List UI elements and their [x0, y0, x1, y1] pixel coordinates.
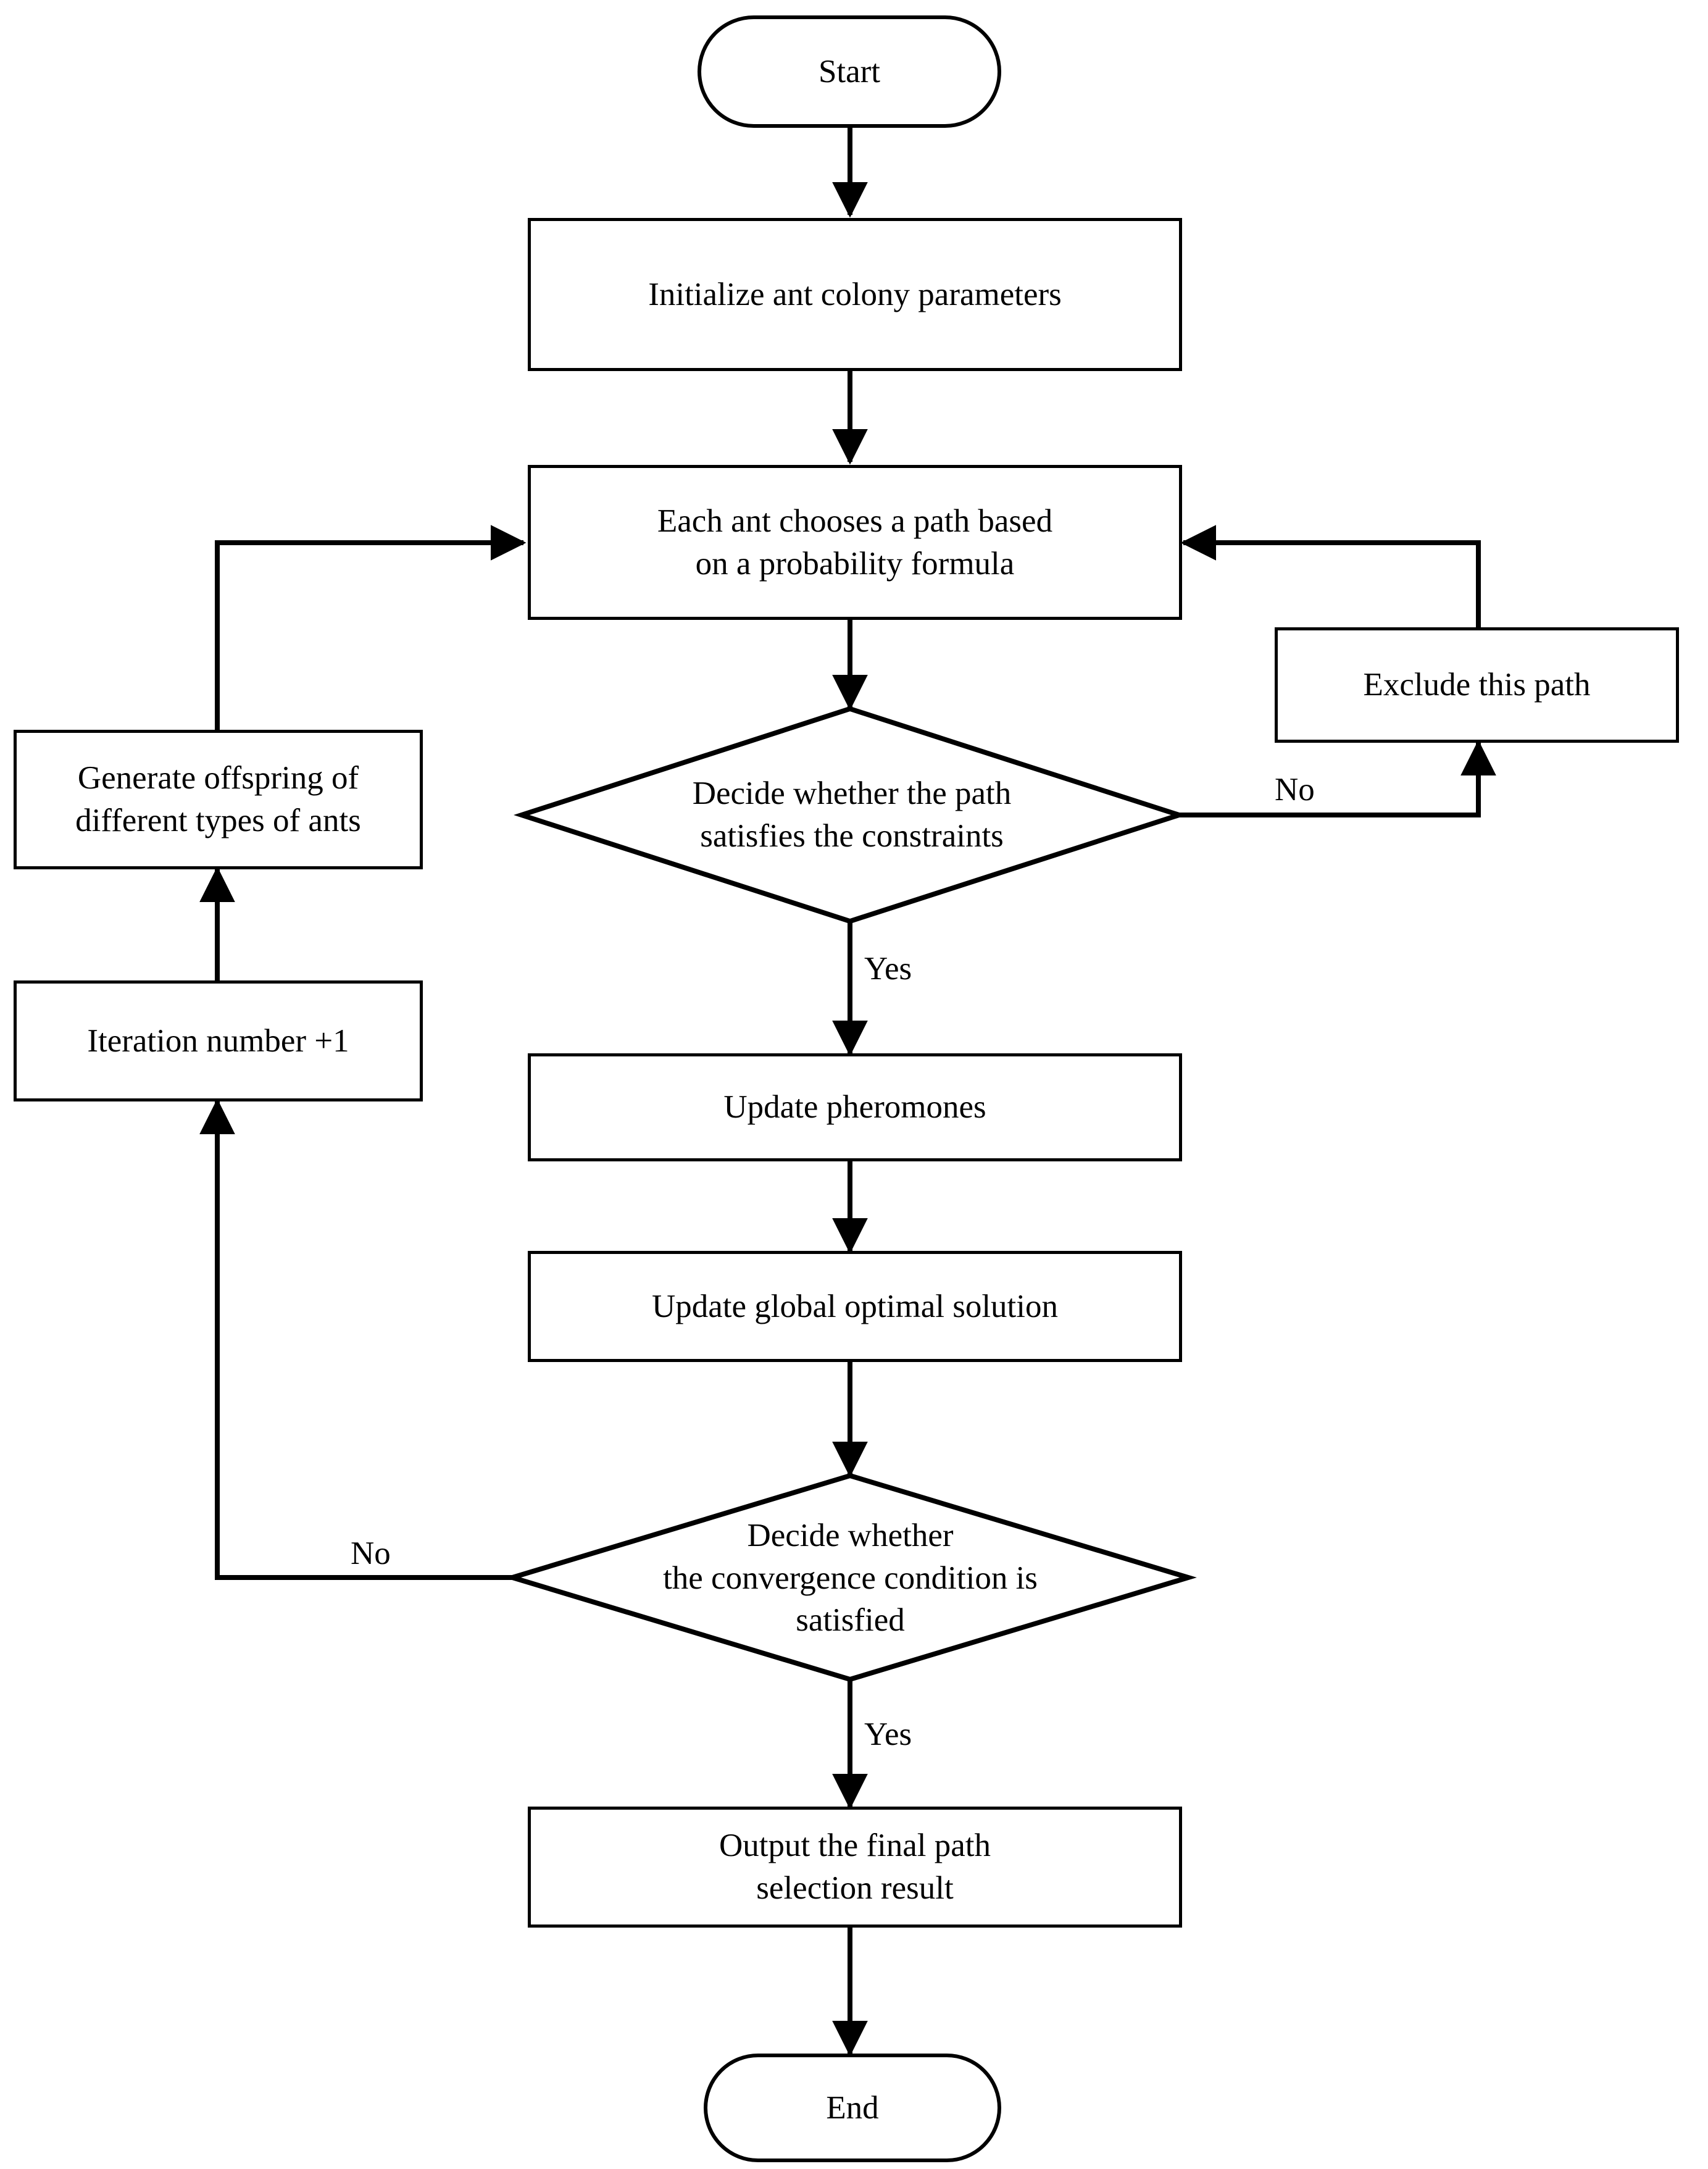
- node-start[interactable]: Start: [698, 15, 1001, 128]
- node-generate-offspring-label: Generate offspring of different types of…: [75, 760, 361, 838]
- node-initialize[interactable]: Initialize ant colony parameters: [528, 218, 1182, 371]
- node-decide-convergence-label: Decide whether the convergence condition…: [663, 1517, 1038, 1639]
- edge-exclude-to-choose-path: [1180, 525, 1481, 627]
- node-decide-convergence[interactable]: Decide whether the convergence condition…: [512, 1476, 1188, 1681]
- node-decide-constraints[interactable]: Decide whether the path satisfies the co…: [522, 709, 1182, 921]
- node-update-pheromones-label: Update pheromones: [723, 1089, 986, 1126]
- edge-decide-convergence-no-to-iteration: [199, 1098, 527, 1580]
- node-update-pheromones[interactable]: Update pheromones: [528, 1053, 1182, 1161]
- edge-label-convergence-no: No: [351, 1536, 391, 1571]
- edge-label-constraints-yes: Yes: [864, 951, 912, 987]
- node-initialize-label: Initialize ant colony parameters: [648, 276, 1062, 312]
- node-output-result-label: Output the final path selection result: [719, 1828, 991, 1906]
- node-end-label: End: [826, 2089, 879, 2126]
- edge-label-convergence-yes: Yes: [864, 1716, 912, 1752]
- node-exclude-path-label: Exclude this path: [1363, 667, 1591, 703]
- edge-label-constraints-no: No: [1275, 772, 1315, 808]
- edge-decide-constraints-no-to-exclude: [1179, 740, 1496, 817]
- node-generate-offspring[interactable]: Generate offspring of different types of…: [14, 730, 423, 869]
- node-start-label: Start: [818, 53, 881, 90]
- node-exclude-path[interactable]: Exclude this path: [1275, 627, 1679, 743]
- node-end[interactable]: End: [704, 2054, 1001, 2162]
- edge-generate-offspring-to-choose-path: [215, 525, 527, 730]
- node-output-result[interactable]: Output the final path selection result: [528, 1807, 1182, 1928]
- node-choose-path-label: Each ant chooses a path based on a proba…: [657, 503, 1053, 582]
- node-update-global-label: Update global optimal solution: [652, 1288, 1058, 1324]
- node-iteration-increment-label: Iteration number +1: [87, 1022, 349, 1059]
- node-update-global[interactable]: Update global optimal solution: [528, 1251, 1182, 1362]
- node-iteration-increment[interactable]: Iteration number +1: [14, 980, 423, 1101]
- node-decide-constraints-label: Decide whether the path satisfies the co…: [692, 775, 1012, 854]
- node-choose-path[interactable]: Each ant chooses a path based on a proba…: [528, 465, 1182, 620]
